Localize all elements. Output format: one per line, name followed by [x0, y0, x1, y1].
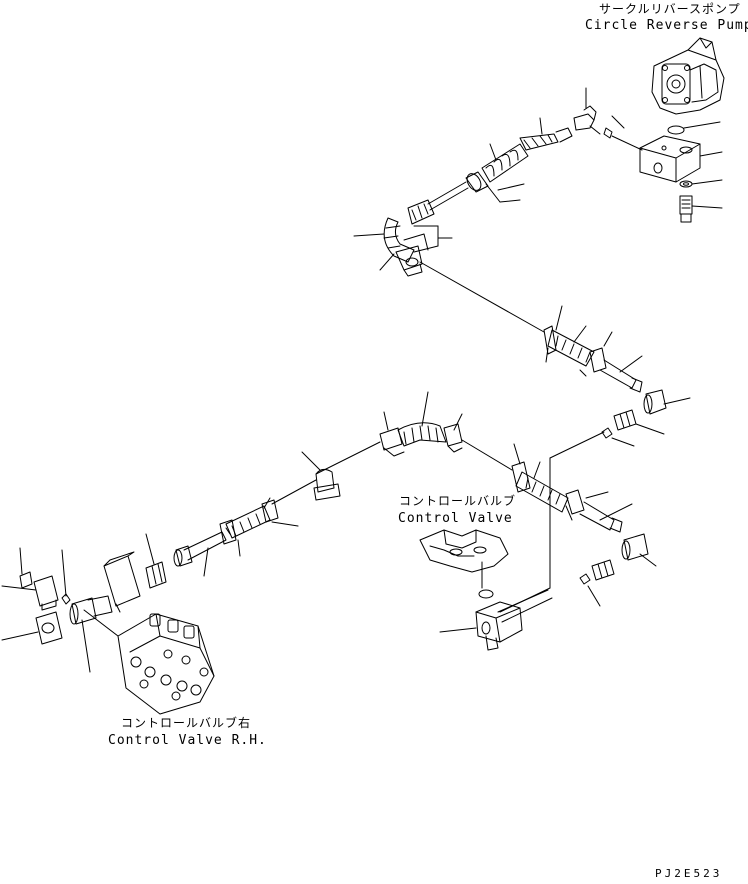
o-ring-icon: [603, 127, 613, 139]
control-valve-rh-label-jp: コントロールバルブ右: [121, 716, 252, 730]
fitting-icon: [103, 551, 141, 607]
control-valve-rh-label-en: Control Valve R.H.: [108, 733, 267, 748]
clamp-icon: [379, 422, 463, 457]
clamp-icon: [313, 468, 341, 501]
block-icon: [475, 601, 523, 651]
o-ring-icon: [601, 427, 613, 439]
hose-icon: [519, 127, 573, 151]
o-ring-icon: [679, 180, 693, 188]
o-ring-icon: [61, 593, 71, 605]
fitting-icon: [573, 105, 601, 135]
fitting-icon: [643, 389, 667, 415]
o-ring-icon: [579, 573, 591, 585]
hose-icon: [543, 325, 643, 393]
pump-icon: [651, 37, 725, 115]
fitting-icon: [591, 559, 615, 581]
fitting-icon: [145, 561, 167, 589]
control-valve-icon: [419, 529, 509, 573]
control-valve-label-jp: コントロールバルブ: [399, 494, 517, 508]
block-icon: [639, 135, 701, 183]
bolt-icon: [679, 195, 693, 223]
control-valve-icon: [117, 613, 215, 715]
fitting-icon: [69, 595, 113, 625]
fitting-icon: [613, 409, 637, 431]
hose-icon: [511, 461, 623, 533]
fitting-icon: [19, 571, 33, 589]
drawing-code: PJ2E523: [655, 867, 723, 880]
o-ring-icon: [478, 589, 494, 599]
o-ring-icon: [667, 125, 685, 135]
fitting-icon: [33, 575, 59, 611]
control-valve-label-en: Control Valve: [398, 511, 513, 526]
fitting-icon: [35, 611, 63, 645]
hose-icon: [173, 499, 279, 567]
clamp-icon: [383, 199, 435, 277]
fitting-icon: [621, 533, 649, 561]
pump-label-en: Circle Reverse Pump: [585, 18, 748, 33]
pump-label-jp: サークルリバースポンプ: [599, 2, 741, 16]
